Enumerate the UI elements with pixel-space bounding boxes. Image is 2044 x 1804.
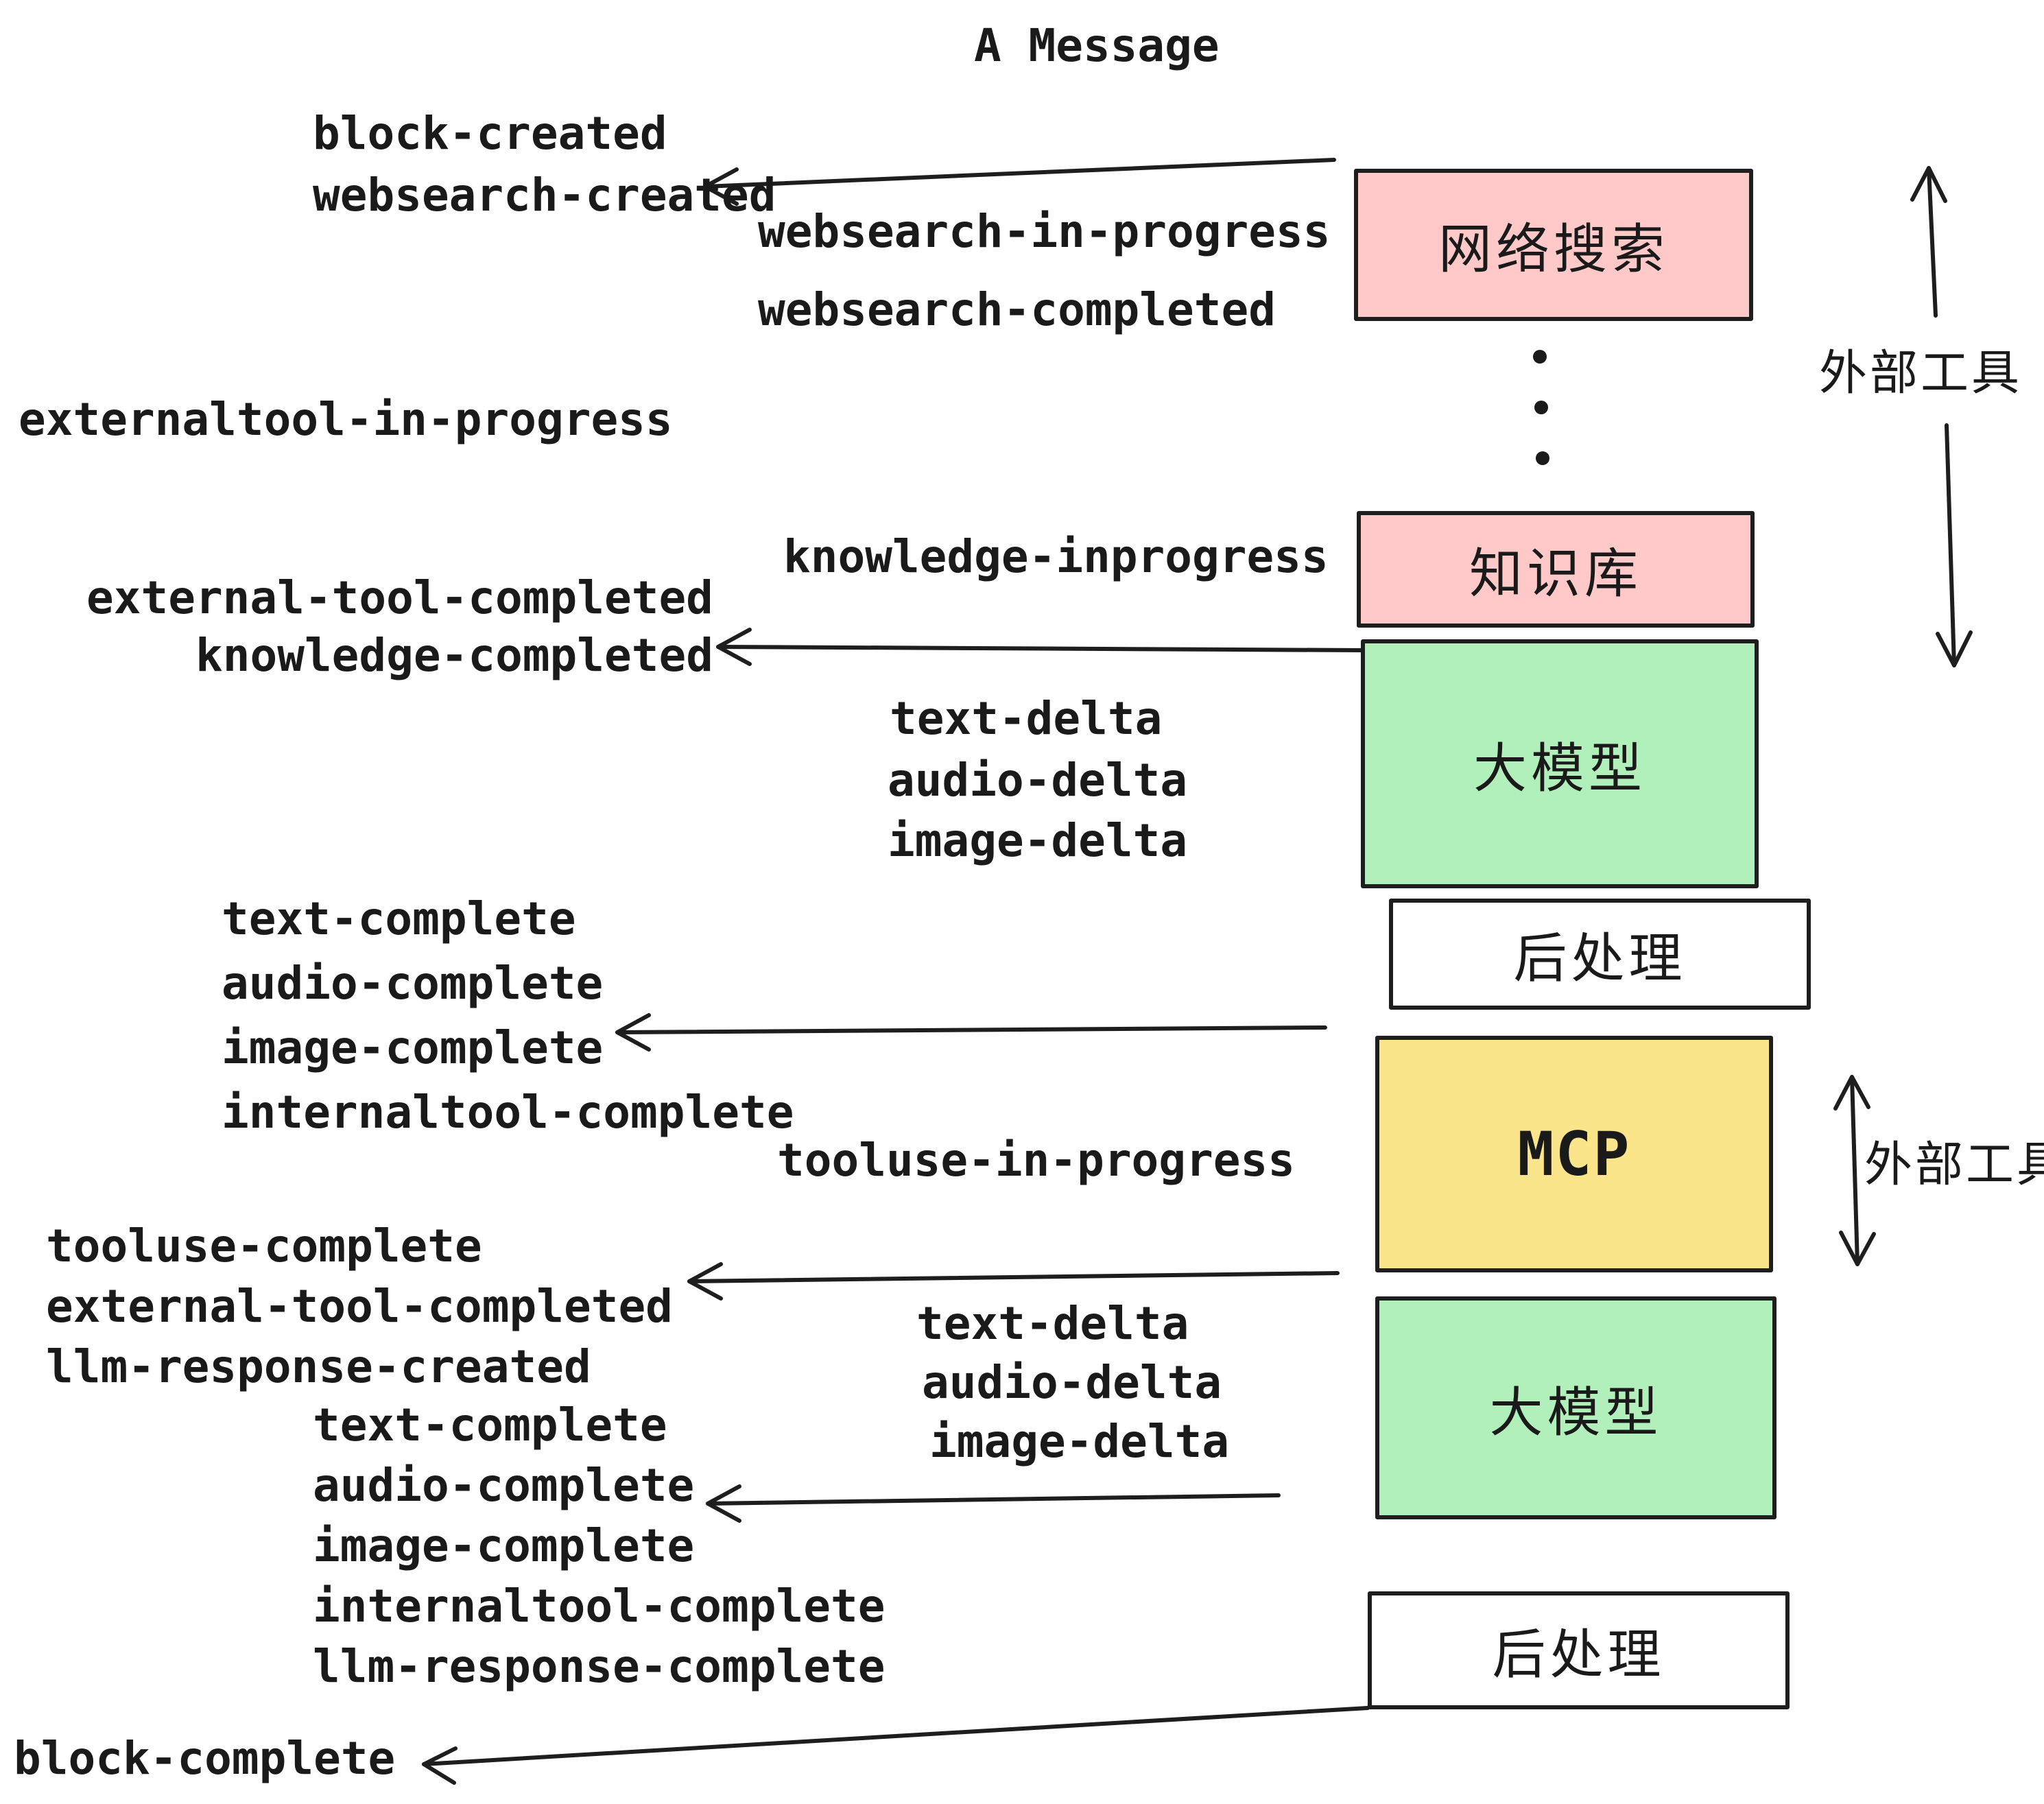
event-knowledge-inprogress: knowledge-inprogress [783,530,1329,583]
ellipsis-dots [1533,350,1549,465]
arrow-websearch-created [703,158,1336,206]
event-internaltool-complete-1: internaltool-complete [222,1086,794,1139]
arrow-block-complete [422,1706,1370,1785]
event-websearch-completed: websearch-completed [758,283,1276,336]
event-image-delta-2: image-delta [929,1415,1230,1468]
event-websearch-created: websearch-created [313,169,776,222]
event-llm-response-complete: llm-response-complete [313,1640,886,1693]
event-external-tool-completed-2: external-tool-completed [46,1280,673,1333]
event-block-created: block-created [313,107,667,160]
event-image-complete-1: image-complete [222,1021,604,1074]
diagram-title: A Message [974,19,1220,72]
box-post-2-label: 后处理 [1492,1624,1665,1685]
box-websearch-label: 网络搜索 [1438,219,1669,279]
box-websearch: 网络搜索 [1354,169,1753,321]
box-llm-1-label: 大模型 [1473,737,1646,798]
event-text-delta-2: text-delta [916,1297,1189,1350]
event-tooluse-in-progress: tooluse-in-progress [777,1134,1295,1187]
event-audio-complete-1: audio-complete [222,957,604,1010]
arrow-knowledge-completed [716,628,1366,666]
event-websearch-in-progress: websearch-in-progress [758,205,1331,258]
event-image-complete-2: image-complete [313,1519,695,1572]
box-post-1: 后处理 [1389,899,1811,1010]
box-post-1-label: 后处理 [1513,928,1687,988]
event-audio-complete-2: audio-complete [313,1459,695,1512]
event-external-tool-completed-1: external-tool-completed [86,571,713,624]
box-llm-2-label: 大模型 [1489,1381,1663,1443]
event-text-complete-2: text-complete [313,1399,667,1451]
external-tools-top-up-arrow [1910,166,1947,318]
arrow-tooluse-complete [687,1262,1340,1301]
box-knowledge: 知识库 [1357,511,1755,628]
event-block-complete: block-complete [14,1732,396,1785]
event-audio-delta-1: audio-delta [888,754,1188,807]
event-image-delta-1: image-delta [888,814,1188,867]
event-tooluse-complete: tooluse-complete [46,1220,482,1272]
box-knowledge-label: 知识库 [1469,543,1642,604]
box-post-2: 后处理 [1368,1591,1790,1709]
arrow-internal-complete [615,1013,1327,1052]
event-internaltool-complete-2: internaltool-complete [313,1580,886,1633]
event-text-delta-1: text-delta [890,692,1163,745]
event-llm-response-created: llm-response-created [46,1340,591,1393]
side-label-external-tools-mcp: 外部工具 [1864,1137,2044,1191]
box-mcp-label: MCP [1517,1119,1631,1189]
box-llm-1: 大模型 [1361,639,1759,888]
event-externaltool-in-progress: externaltool-in-progress [19,393,673,446]
box-mcp: MCP [1375,1036,1773,1272]
arrow-llm-response-complete [706,1484,1281,1523]
event-knowledge-completed: knowledge-completed [195,629,713,682]
box-llm-2: 大模型 [1375,1296,1776,1519]
event-audio-delta-2: audio-delta [922,1356,1222,1409]
event-text-complete-1: text-complete [222,892,576,945]
external-tools-top-down-arrow [1936,423,1973,667]
side-label-external-tools-top: 外部工具 [1819,346,2022,400]
